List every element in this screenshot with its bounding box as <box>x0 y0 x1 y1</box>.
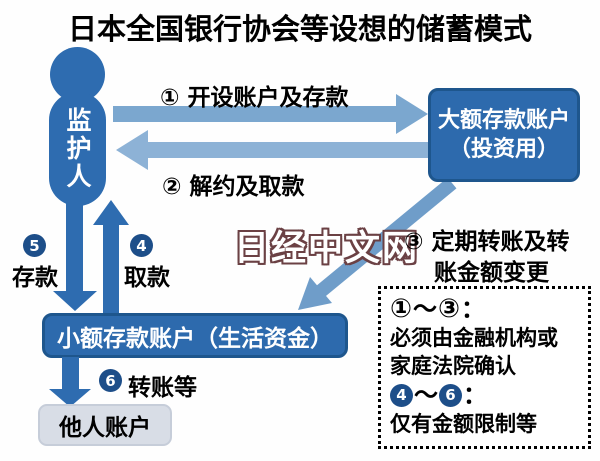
legend-note-box: ① ～ ③ ： 必须由金融机构或 家庭法院确认 4 ～ 6 ： 仅有金额限制等 <box>378 286 591 449</box>
flow-transfer-out-label: 转账等 <box>128 375 197 401</box>
circled-1-icon: ① <box>160 85 180 111</box>
note-range-4-6: 4 ～ 6 ： <box>390 380 579 410</box>
small-account-node: 小额存款账户（生活资金） <box>42 313 348 358</box>
note-text-2: 家庭法院确认 <box>390 354 516 378</box>
diagram-title: 日本全国银行协会等设想的储蓄模式 <box>67 12 532 46</box>
circled-1-icon: ① <box>390 294 413 324</box>
arrow-withdraw-shaft <box>103 224 119 316</box>
watermark: 日经中文网 <box>234 229 420 269</box>
arrow-open-deposit-head <box>396 94 428 134</box>
arrow-withdraw-head <box>93 200 129 225</box>
flow-withdraw-label: 取款 <box>124 265 170 291</box>
arrow-cancel-withdraw-shaft <box>148 142 434 158</box>
badge-5-icon: 5 <box>23 234 46 257</box>
circled-3-icon: ③ <box>438 294 461 324</box>
note-range-1-3: ① ～ ③ ： <box>390 294 486 324</box>
arrow-transfer-out-shaft <box>62 357 79 391</box>
badge-4-icon: 4 <box>130 234 153 257</box>
flow-cancel-withdraw-label: ② 解约及取款 <box>162 174 305 200</box>
note-text-1: 必须由金融机构或 <box>390 326 558 350</box>
arrow-transfer-out-head <box>49 389 91 407</box>
guardian-node: 监护人 <box>49 92 106 206</box>
arrow-open-deposit-shaft <box>113 106 397 122</box>
arrow-cancel-withdraw-head <box>116 130 148 170</box>
badge-4-icon: 4 <box>390 383 413 407</box>
flow-regular-transfer-label: ③ 定期转账及转 账金额变更 <box>404 229 570 286</box>
large-account-node: 大额存款账户 （投资用） <box>428 88 580 182</box>
guardian-label: 监护人 <box>63 107 92 191</box>
other-account-node: 他人账户 <box>38 404 172 446</box>
badge-6-icon: 6 <box>99 369 122 392</box>
arrow-deposit-shaft <box>66 196 83 292</box>
flow-deposit-label: 存款 <box>12 265 58 291</box>
arrow-deposit-head <box>53 291 97 311</box>
note-text-3: 仅有金额限制等 <box>390 412 537 436</box>
circled-2-icon: ② <box>162 174 182 200</box>
circled-3-icon: ③ <box>404 229 424 255</box>
flow-open-deposit-label: ① 开设账户及存款 <box>160 85 349 111</box>
badge-6-icon: 6 <box>439 383 462 407</box>
